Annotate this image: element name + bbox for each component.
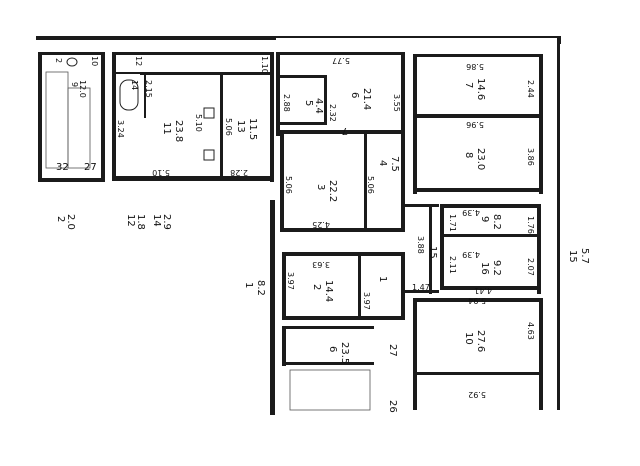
room-16-area: 9.2: [491, 260, 502, 276]
room-10-area: 27.6: [475, 330, 486, 352]
dim-2-44: 2.44: [526, 80, 535, 98]
room-8-number: 8: [463, 152, 474, 158]
stairs-left: [45, 71, 91, 169]
room-12-area: 1.8: [135, 214, 146, 230]
room-15-area: 5.7: [579, 248, 590, 264]
dim-2-15: 2.15: [144, 80, 153, 98]
dim-4-39b: 4.39: [462, 250, 480, 259]
dim-2-top: 2: [54, 58, 63, 63]
dim-4-63: 4.63: [526, 322, 535, 340]
stairs-bottom: [289, 369, 371, 411]
toilet-icon: [66, 57, 78, 67]
room-6b-number: 6: [327, 346, 338, 352]
dim-32: 32: [56, 162, 69, 173]
dim-27a: 27: [84, 162, 97, 173]
dim-3-24: 3.24: [116, 120, 125, 138]
room-1-number: 1: [377, 276, 388, 282]
dim-5-86: 5.86: [466, 62, 484, 71]
room-10-number: 10: [463, 332, 474, 345]
room-6b-area: 23.5: [339, 342, 350, 364]
room-1b-area: 8.2: [255, 280, 266, 296]
room-11-area: 23.8: [173, 120, 184, 142]
room-9s-area: 12.0: [78, 80, 87, 98]
dim-5-06a: 5.06: [284, 176, 293, 194]
dim-7: 7: [342, 125, 348, 136]
dim-5-10b: 5.10: [152, 168, 170, 177]
dim-3-63: 3.63: [312, 260, 330, 269]
dim-26: 26: [387, 400, 398, 413]
room-11-number: 11: [161, 122, 172, 135]
room-13-area: 11.5: [247, 118, 258, 140]
room-5-area: 4.4: [313, 98, 324, 114]
dim-4-41: 4.41: [474, 286, 492, 295]
dim-10-top: 10: [90, 56, 99, 66]
stove-icon: [203, 107, 215, 161]
room-9s-number: 9: [70, 82, 79, 87]
dim-3-88: 3.88: [416, 236, 425, 254]
dim-2-28: 2.28: [230, 168, 248, 177]
dim-1-71: 1.71: [448, 214, 457, 232]
room-6-area: 21.4: [361, 88, 372, 110]
room-14-number: 14: [151, 214, 162, 227]
room-2-number: 2: [311, 284, 322, 290]
dim-5-06c: 5.06: [224, 118, 233, 136]
room-14-area: 2.9: [161, 214, 172, 230]
dim-14: 14: [130, 80, 139, 90]
room-3-number: 3: [315, 184, 326, 190]
dim-4-25: 4.25: [312, 220, 330, 229]
dim-5-77: 5.77: [332, 56, 350, 65]
dim-2-11: 2.11: [448, 256, 457, 274]
room-6-number: 6: [349, 92, 360, 98]
dim-5-92: 5.92: [468, 390, 486, 399]
room-5-number: 5: [303, 100, 314, 106]
dim-5-10a: 5.10: [194, 114, 203, 132]
dim-4-39a: 4.39: [462, 208, 480, 217]
room-9-area: 8.2: [491, 214, 502, 230]
room-7-number: 7: [463, 82, 474, 88]
room-9-number: 9: [479, 216, 490, 222]
dim-2-32: 2.32: [328, 104, 337, 122]
bathtub-icon: [119, 79, 139, 111]
dim-27b: 27: [387, 344, 398, 357]
dim-1-76: 1.76: [526, 216, 535, 234]
dim-5-96: 5.96: [466, 120, 484, 129]
room-13-number: 13: [235, 120, 246, 133]
room-2-area: 14.4: [323, 280, 334, 302]
dim-3-97b: 3.97: [362, 292, 371, 310]
dim-5-06b: 5.06: [366, 176, 375, 194]
room-1b-number: 1: [243, 282, 254, 288]
room-4-area: 7.5: [389, 156, 400, 172]
room-2s-area: 2.0: [65, 214, 76, 230]
dim-1-10: 1.10: [260, 56, 269, 74]
room-4-number: 4: [377, 160, 388, 166]
dim-12-top: 12: [134, 56, 143, 66]
room-3-area: 22.2: [327, 180, 338, 202]
room-7-area: 14.6: [475, 78, 486, 100]
room-2s-number: 2: [55, 216, 66, 222]
room-12-number: 12: [125, 214, 136, 227]
dimension-labels: 5.77 5.86 5.96 4.39 4.39 4.41 5.94 5.92 …: [54, 56, 535, 413]
dim-1-47: 1.47: [412, 283, 430, 292]
room-16-number: 16: [479, 262, 490, 275]
dim-3-86: 3.86: [526, 148, 535, 166]
dim-3-55: 3.55: [392, 94, 401, 112]
dim-2-88: 2.88: [282, 94, 291, 112]
dim-15: 15: [427, 246, 438, 259]
room-labels: 11 23.8 13 11.5 9 12.0 5 4.4 6 21.4 3 22…: [55, 78, 590, 364]
walls: [36, 36, 561, 415]
dim-5-94: 5.94: [468, 296, 486, 305]
room-8-area: 23.0: [475, 148, 486, 170]
dim-2-07: 2.07: [526, 258, 535, 276]
dim-3-97a: 3.97: [286, 272, 295, 290]
room-15-number: 15: [567, 250, 578, 263]
